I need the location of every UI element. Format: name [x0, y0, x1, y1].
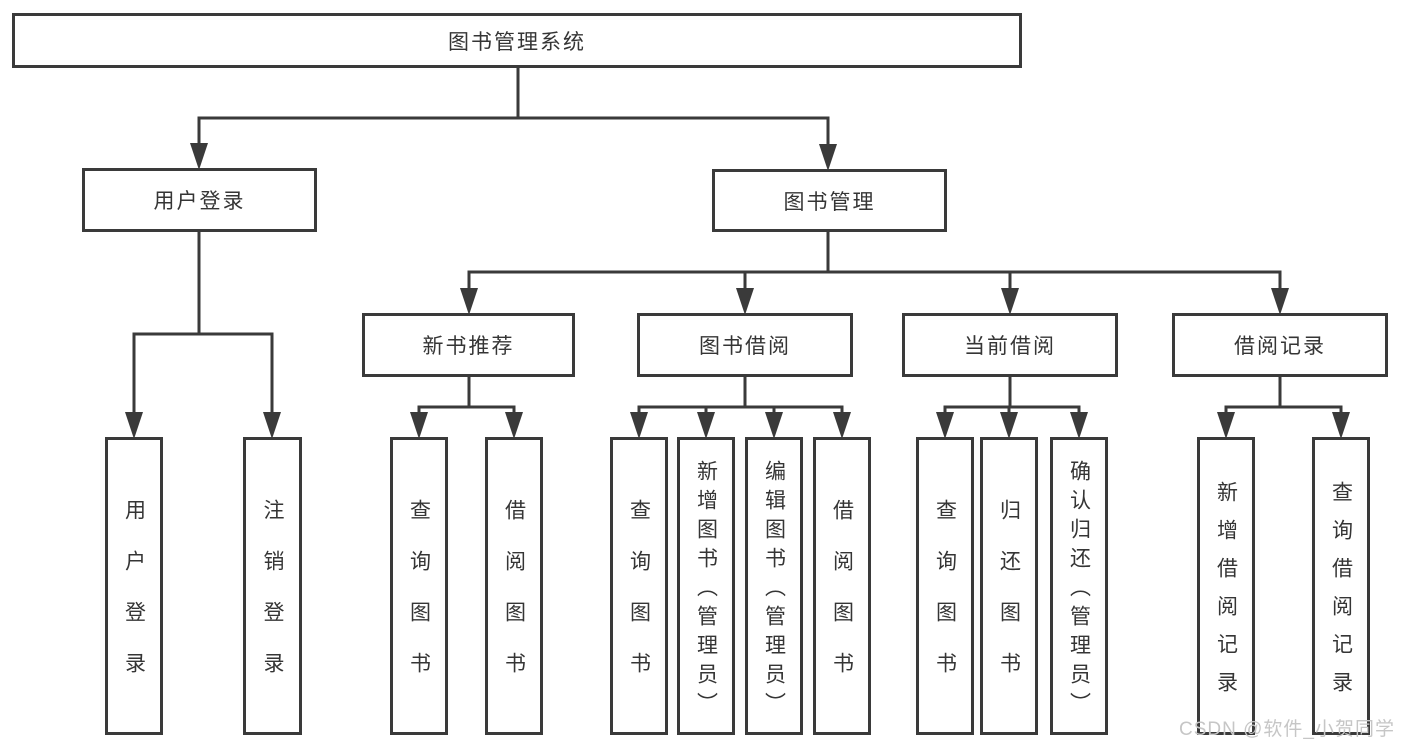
- leaf-newbooks-query: 查询图书: [390, 437, 448, 735]
- node-borrow-records: 借阅记录: [1172, 313, 1388, 377]
- node-user-login: 用户登录: [82, 168, 317, 232]
- node-root: 图书管理系统: [12, 13, 1022, 68]
- leaf-newbooks-query-label: 查询图书: [407, 499, 431, 703]
- node-current-borrow: 当前借阅: [902, 313, 1118, 377]
- leaf-currentborrow-confirm: 确认归还（管理员）: [1050, 437, 1108, 735]
- leaf-bookborrow-add: 新增图书（管理员）: [677, 437, 735, 735]
- leaf-currentborrow-query: 查询图书: [916, 437, 974, 735]
- leaf-user-login-label: 用户登录: [122, 499, 146, 703]
- leaf-bookborrow-edit-label: 编辑图书（管理员）: [762, 459, 786, 721]
- leaf-bookborrow-borrow-label: 借阅图书: [830, 499, 854, 703]
- leaf-bookborrow-add-label: 新增图书（管理员）: [694, 459, 718, 721]
- leaf-logout-label: 注销登录: [261, 499, 284, 703]
- leaf-records-query: 查询借阅记录: [1312, 437, 1370, 735]
- leaf-currentborrow-query-label: 查询图书: [933, 499, 957, 703]
- csdn-watermark: CSDN @软件_小贺同学: [1179, 719, 1395, 740]
- leaf-currentborrow-confirm-label: 确认归还（管理员）: [1067, 459, 1091, 721]
- leaf-records-add: 新增借阅记录: [1197, 437, 1255, 735]
- leaf-currentborrow-return: 归还图书: [980, 437, 1038, 735]
- leaf-currentborrow-return-label: 归还图书: [997, 499, 1021, 703]
- leaf-newbooks-borrow-label: 借阅图书: [502, 499, 526, 703]
- leaf-user-login: 用户登录: [105, 437, 163, 735]
- leaf-bookborrow-query: 查询图书: [610, 437, 668, 735]
- node-book-management: 图书管理: [712, 169, 947, 232]
- node-new-book-recommend: 新书推荐: [362, 313, 575, 377]
- leaf-records-add-label: 新增借阅记录: [1214, 480, 1238, 709]
- leaf-bookborrow-query-label: 查询图书: [627, 499, 651, 703]
- node-book-borrow: 图书借阅: [637, 313, 853, 377]
- leaf-logout: 注销登录: [243, 437, 302, 735]
- leaf-bookborrow-edit: 编辑图书（管理员）: [745, 437, 803, 735]
- leaf-newbooks-borrow: 借阅图书: [485, 437, 543, 735]
- leaf-records-query-label: 查询借阅记录: [1329, 480, 1353, 709]
- leaf-bookborrow-borrow: 借阅图书: [813, 437, 871, 735]
